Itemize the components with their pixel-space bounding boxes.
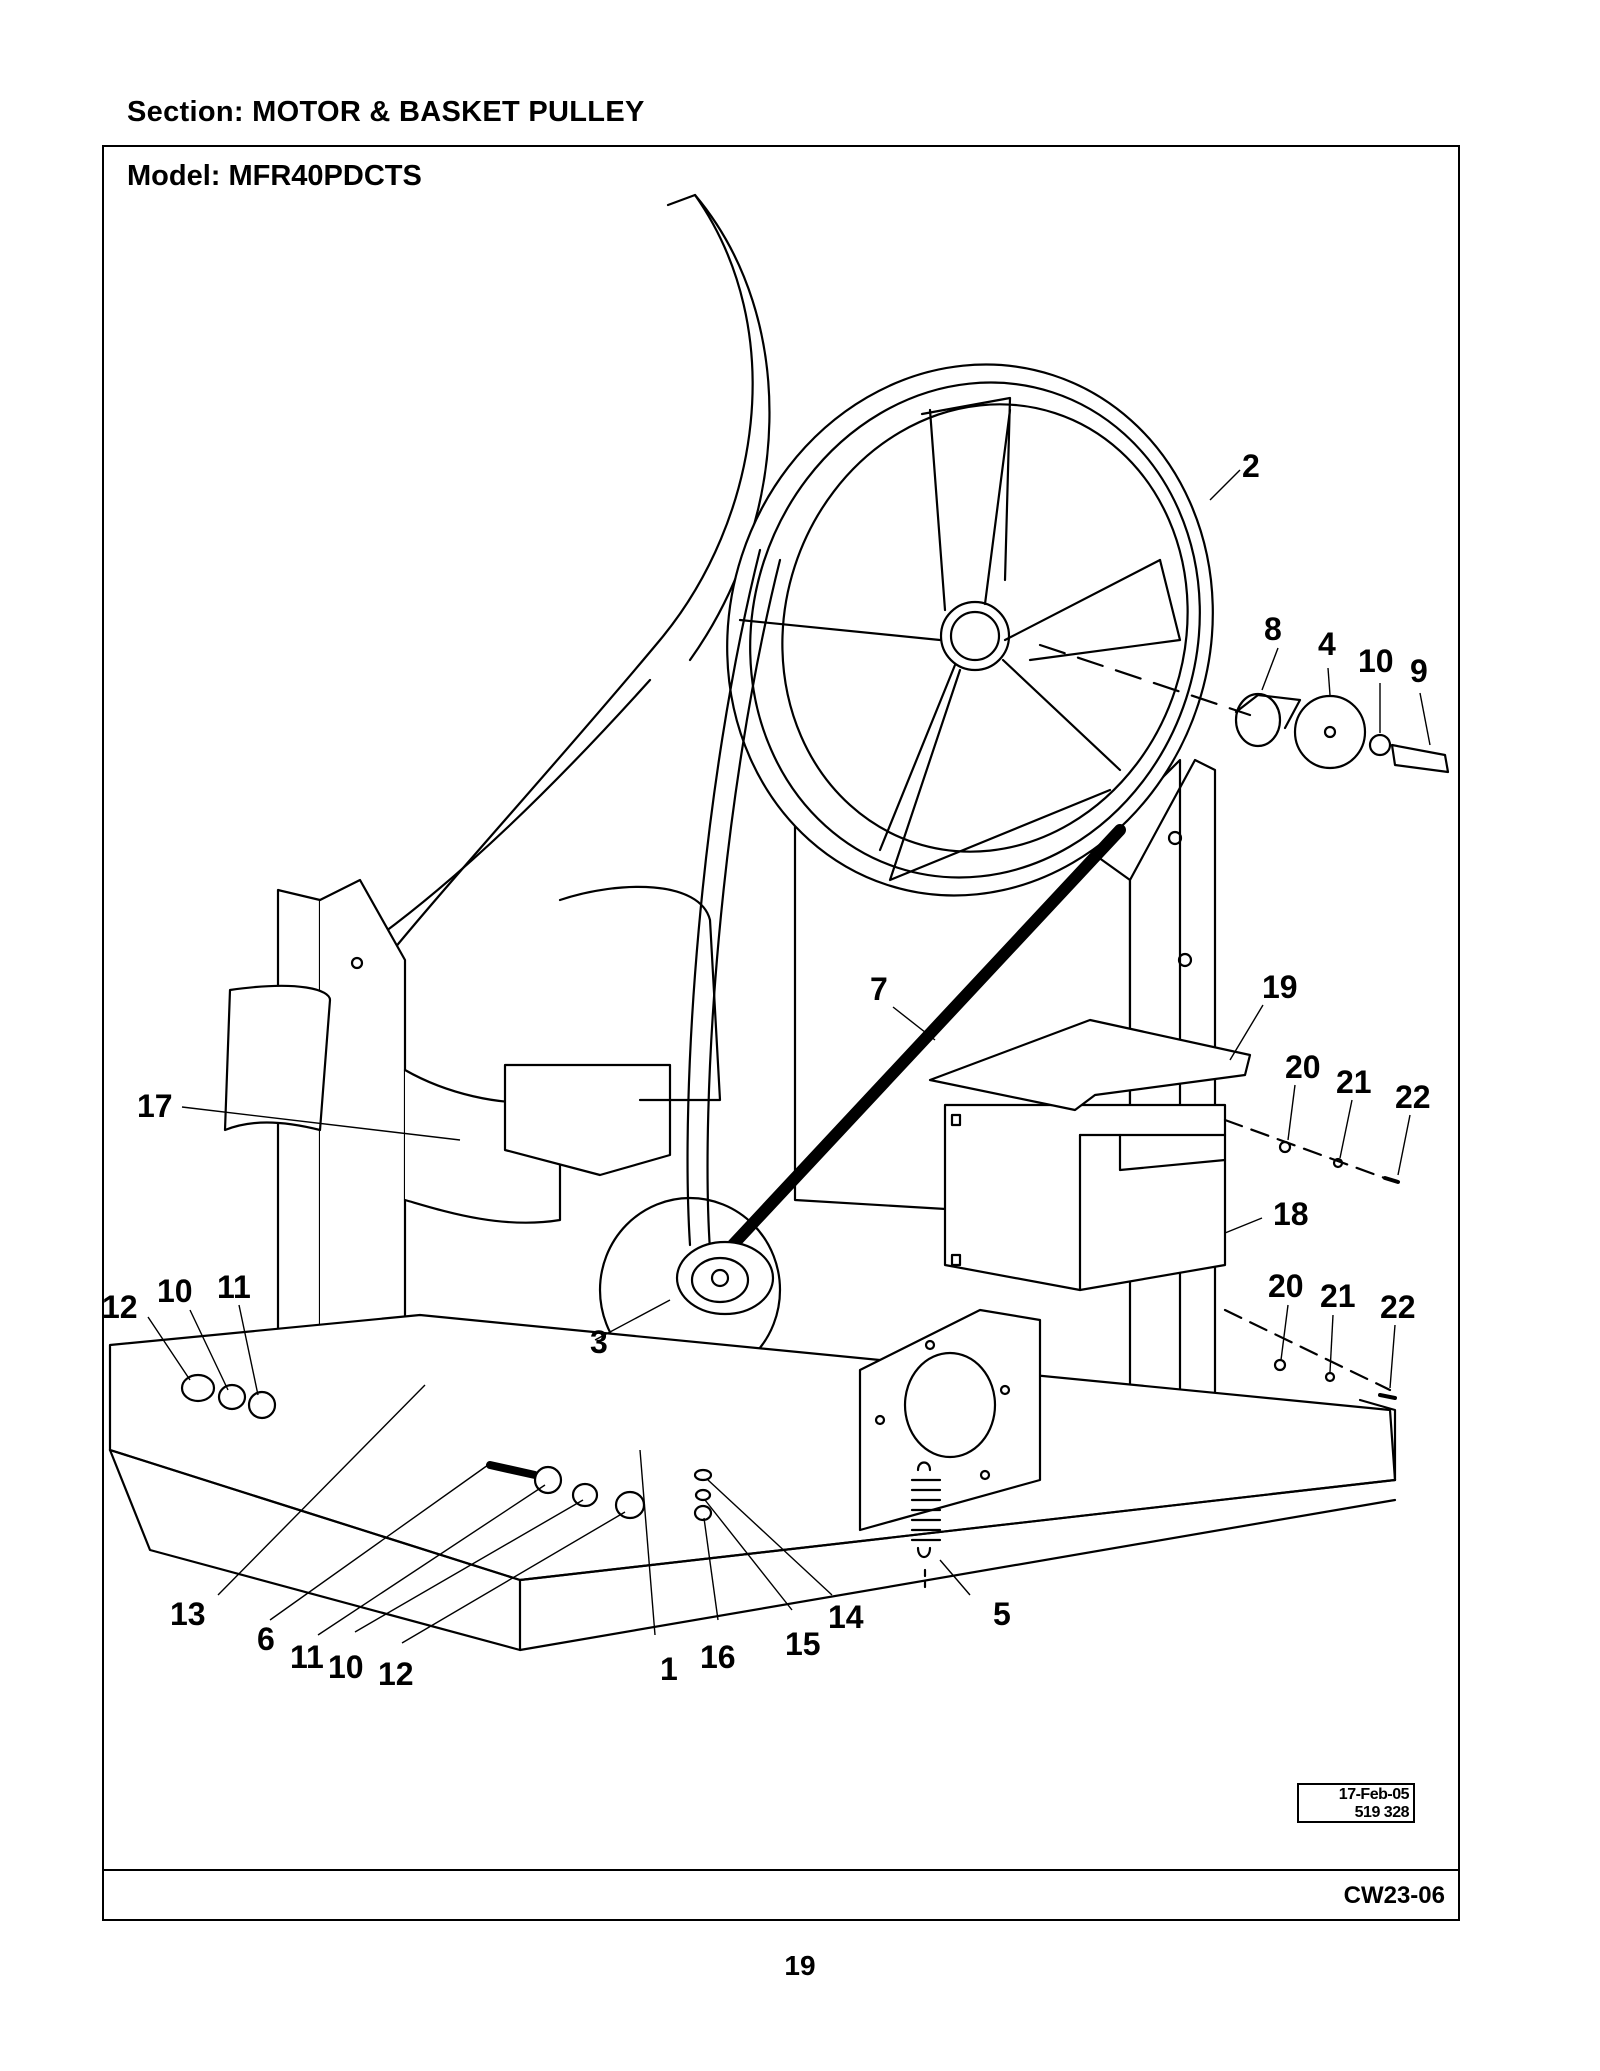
- model-title: Model: MFR40PDCTS: [127, 160, 422, 192]
- callout-16: 16: [700, 1639, 736, 1675]
- callout-20-bottom: 20: [1268, 1268, 1304, 1304]
- callout-numbers: 2 8 4 10 9 7 19 20 21 22 17 18 20 21 22 …: [102, 448, 1431, 1692]
- callout-6: 6: [257, 1621, 275, 1657]
- callout-22-top: 22: [1395, 1079, 1431, 1115]
- callout-4: 4: [1318, 626, 1336, 662]
- callout-14: 14: [828, 1599, 864, 1635]
- document-code: CW23-06: [1343, 1882, 1445, 1909]
- callout-21-bottom: 21: [1320, 1278, 1356, 1314]
- callout-1: 1: [660, 1651, 678, 1687]
- callout-13: 13: [170, 1596, 206, 1632]
- machine-drawing: [108, 193, 1450, 1652]
- callout-10-top: 10: [1358, 643, 1394, 679]
- callout-5: 5: [993, 1596, 1011, 1632]
- callout-10-left: 10: [157, 1273, 193, 1309]
- callout-18: 18: [1273, 1196, 1309, 1232]
- footer-divider: [102, 1869, 1460, 1871]
- callout-7: 7: [870, 971, 888, 1007]
- callout-2: 2: [1242, 448, 1260, 484]
- callout-22-bottom: 22: [1380, 1289, 1416, 1325]
- callout-21-top: 21: [1336, 1064, 1372, 1100]
- callout-11-left: 11: [217, 1269, 251, 1305]
- callout-11-bottom: 11: [290, 1639, 324, 1675]
- leader-lines: [147, 469, 1431, 1644]
- callout-12-left: 12: [102, 1289, 138, 1325]
- stamp-number: 519 328: [1354, 1804, 1410, 1821]
- callout-10-bottom: 10: [328, 1649, 364, 1685]
- callout-20-top: 20: [1285, 1049, 1321, 1085]
- callout-17: 17: [137, 1088, 173, 1124]
- callout-19: 19: [1262, 969, 1298, 1005]
- section-title: Section: MOTOR & BASKET PULLEY: [127, 96, 645, 128]
- callout-15: 15: [785, 1626, 821, 1662]
- stamp-date: 17-Feb-05: [1338, 1786, 1410, 1803]
- page-number: 19: [784, 1950, 816, 1981]
- diagram-frame: [102, 145, 1460, 1921]
- date-stamp: 17-Feb-05 519 328: [1297, 1783, 1415, 1823]
- callout-3: 3: [590, 1324, 608, 1360]
- callout-12-bottom: 12: [378, 1656, 414, 1692]
- callout-8: 8: [1264, 611, 1282, 647]
- callout-9: 9: [1410, 653, 1428, 689]
